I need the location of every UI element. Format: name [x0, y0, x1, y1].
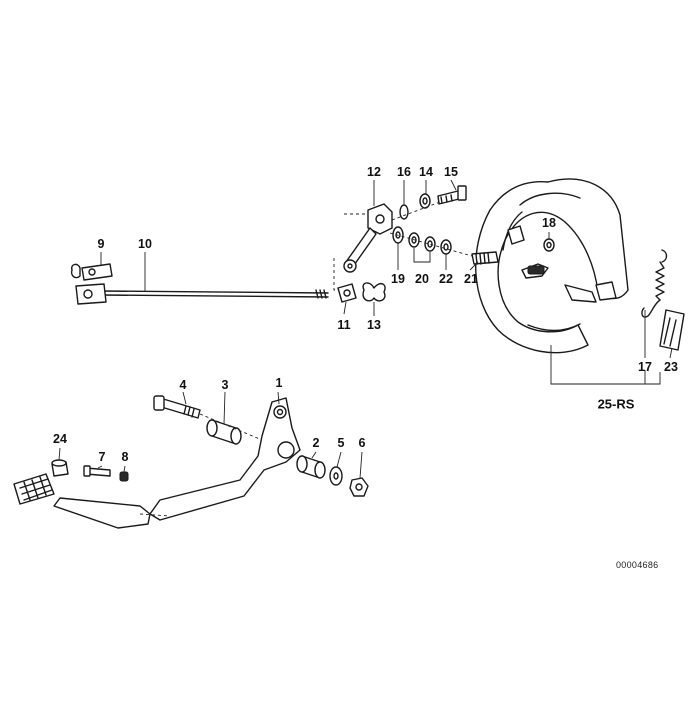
callout-15: 15 [444, 165, 458, 179]
callout-17: 17 [638, 360, 652, 374]
callout-18: 18 [542, 216, 556, 230]
bushing-2 [296, 455, 326, 479]
callout-12: 12 [367, 165, 381, 179]
callout-7: 7 [98, 450, 106, 464]
callout-24: 24 [53, 432, 67, 446]
washer-5 [329, 466, 343, 486]
washer-18 [543, 238, 555, 252]
bolt-15 [437, 185, 467, 205]
nut-6 [349, 477, 369, 497]
brake-rod [99, 289, 329, 299]
callout-2: 2 [312, 436, 320, 450]
callout-13: 13 [367, 318, 381, 332]
callout-21: 21 [464, 272, 478, 286]
brake-shoe [471, 178, 629, 354]
assembly-label: 25-RS [597, 396, 635, 412]
callout-1: 1 [275, 376, 283, 390]
diagram-reference-number: 00004686 [616, 560, 659, 570]
callout-10: 10 [138, 237, 152, 251]
callout-8: 8 [121, 450, 129, 464]
return-spring [641, 249, 668, 318]
callout-22: 22 [439, 272, 453, 286]
callout-9: 9 [97, 237, 105, 251]
clevis-11 [337, 283, 357, 303]
callout-20: 20 [415, 272, 429, 286]
callout-23: 23 [664, 360, 678, 374]
brake-lining [659, 309, 685, 351]
wing-nut-13 [362, 282, 386, 302]
washer-14 [419, 193, 431, 209]
callout-16: 16 [397, 165, 411, 179]
brake-lever-12 [343, 203, 393, 273]
callout-11: 11 [337, 318, 351, 332]
clevis-9 [70, 263, 113, 305]
bushing-3 [206, 419, 242, 445]
bolt-7 [83, 465, 111, 477]
bolt-4 [153, 395, 201, 419]
callout-3: 3 [221, 378, 229, 392]
brake-pedal [13, 397, 301, 529]
nut-8 [119, 471, 129, 482]
rubber-pad-24 [51, 459, 69, 477]
callout-4: 4 [179, 378, 187, 392]
washer-16 [399, 204, 409, 220]
callout-5: 5 [337, 436, 345, 450]
callout-19: 19 [391, 272, 405, 286]
callout-14: 14 [419, 165, 433, 179]
callout-6: 6 [358, 436, 366, 450]
washer-22 [440, 239, 452, 255]
washer-20b [424, 236, 436, 252]
